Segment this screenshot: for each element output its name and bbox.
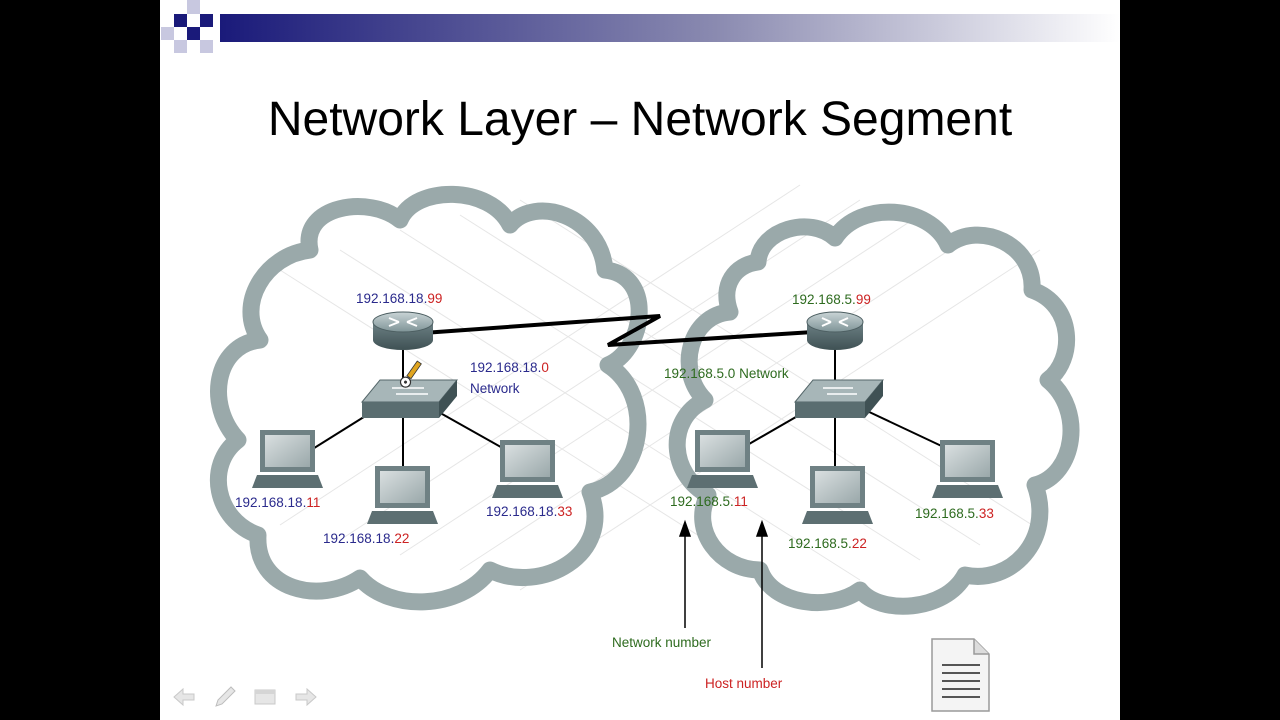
next-slide-icon[interactable] [290,682,320,712]
left-switch-icon [360,379,459,418]
left-pc-22-icon [367,466,438,524]
right-switch-icon [793,379,885,418]
left-router-ip: 192.168.18.99 [356,291,442,306]
right-pc-22-icon [802,466,873,524]
pen-cursor-icon [399,360,422,388]
previous-slide-icon[interactable] [170,682,200,712]
wan-serial-link [422,314,846,347]
left-host-11-ip: 192.168.18.11 [235,495,320,510]
left-router-icon [372,311,434,350]
network-number-label: Network number [612,635,712,650]
right-router-icon [806,311,864,350]
slide: Network Layer – Network Segment [160,0,1120,720]
network-number-arrow [678,519,692,628]
right-host-22-ip: 192.168.5.22 [788,536,867,551]
header-decoration [161,0,1120,53]
right-host-33-ip: 192.168.5.33 [915,506,994,521]
host-number-arrow [755,519,769,668]
left-network-word: Network [470,381,520,396]
right-router-ip: 192.168.5.99 [792,292,871,307]
slide-menu-icon[interactable] [250,682,280,712]
right-host-11-ip: 192.168.5.11 [670,494,748,509]
left-pc-33-icon [492,440,563,498]
document-icon[interactable] [928,635,993,715]
slideshow-nav [170,682,320,712]
left-host-22-ip: 192.168.18.22 [323,531,409,546]
right-pc-11-icon [687,430,758,488]
background-grid [279,184,1041,601]
network-diagram: 192.168.18.99 192.168.18.0 Network 192.1… [209,184,1080,691]
right-network-label: 192.168.5.0 Network [664,366,789,381]
slide-title: Network Layer – Network Segment [267,93,1013,146]
pen-tool-icon[interactable] [210,682,240,712]
left-host-33-ip: 192.168.18.33 [486,504,572,519]
left-network-cloud [209,185,648,611]
host-number-label: Host number [705,676,783,691]
left-pc-11-icon [252,430,323,488]
right-network-cloud [668,203,1080,615]
right-pc-33-icon [932,440,1003,498]
left-network-ip: 192.168.18.0 [470,360,549,375]
